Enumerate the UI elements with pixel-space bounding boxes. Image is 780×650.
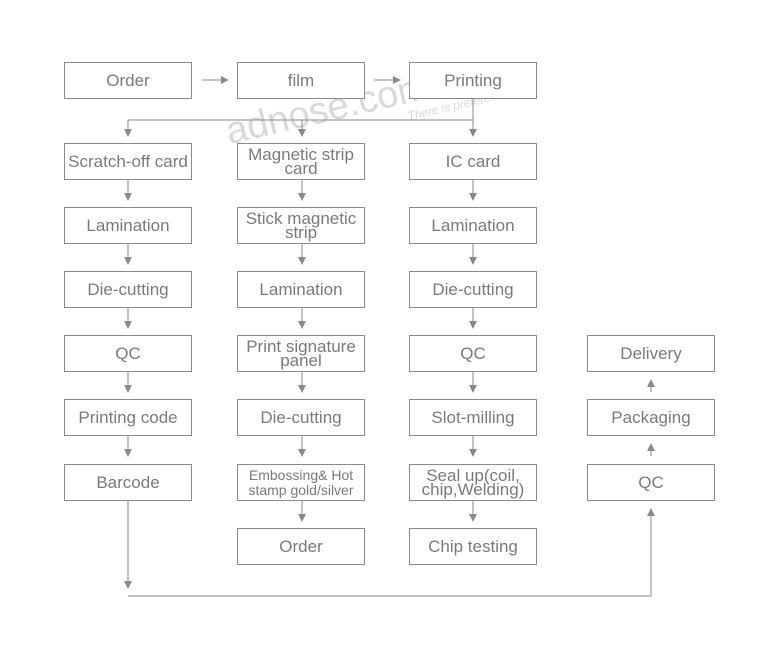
node-label: Die-cutting xyxy=(432,279,514,299)
node-printing: Printing xyxy=(409,62,537,99)
node-label: Print signature panel xyxy=(246,336,356,370)
node-stick-magnetic-strip: Stick magnetic strip xyxy=(237,207,365,244)
node-qc-3: QC xyxy=(409,335,537,372)
node-label: Printing xyxy=(444,70,502,90)
node-label: Scratch-off card xyxy=(68,151,188,171)
node-ic-card: IC card xyxy=(409,143,537,180)
node-scratch-off-card: Scratch-off card xyxy=(64,143,192,180)
node-label: QC xyxy=(638,472,664,492)
node-die-cutting-2: Die-cutting xyxy=(237,399,365,436)
node-label: Lamination xyxy=(431,215,515,235)
node-packaging: Packaging xyxy=(587,399,715,436)
node-label: Order xyxy=(106,70,150,90)
node-label: Seal up(coil, chip,Welding) xyxy=(421,465,525,499)
node-label: Lamination xyxy=(259,279,343,299)
node-label: Stick magnetic strip xyxy=(245,208,357,242)
node-delivery: Delivery xyxy=(587,335,715,372)
node-label: Chip testing xyxy=(428,536,518,556)
node-label: film xyxy=(287,70,315,90)
node-order-top: Order xyxy=(64,62,192,99)
node-qc-4: QC xyxy=(587,464,715,501)
node-slot-milling: Slot-milling xyxy=(409,399,537,436)
node-chip-testing: Chip testing xyxy=(409,528,537,565)
node-film: film xyxy=(237,62,365,99)
node-lamination-3: Lamination xyxy=(409,207,537,244)
node-label: Barcode xyxy=(96,472,160,492)
node-label: Die-cutting xyxy=(260,407,342,427)
node-printing-code: Printing code xyxy=(64,399,192,436)
node-label: QC xyxy=(115,343,141,363)
node-label: Printing code xyxy=(78,407,178,427)
node-label: Lamination xyxy=(86,215,170,235)
node-embossing: Embossing& Hot stamp gold/silver xyxy=(237,464,365,501)
node-lamination-2: Lamination xyxy=(237,271,365,308)
node-label: Order xyxy=(279,536,323,556)
node-die-cutting-3: Die-cutting xyxy=(409,271,537,308)
node-label: Die-cutting xyxy=(87,279,169,299)
node-qc-1: QC xyxy=(64,335,192,372)
node-label: IC card xyxy=(445,151,501,171)
node-label: Delivery xyxy=(620,343,682,363)
node-label: QC xyxy=(460,343,486,363)
node-label: Slot-milling xyxy=(431,407,515,427)
node-label: Embossing& Hot stamp gold/silver xyxy=(248,466,354,498)
node-print-signature-panel: Print signature panel xyxy=(237,335,365,372)
node-die-cutting-1: Die-cutting xyxy=(64,271,192,308)
node-seal-up: Seal up(coil, chip,Welding) xyxy=(409,464,537,501)
node-barcode: Barcode xyxy=(64,464,192,501)
node-order-2: Order xyxy=(237,528,365,565)
node-magnetic-strip-card: Magnetic strip card xyxy=(237,143,365,180)
node-label: Magnetic strip card xyxy=(248,144,354,178)
node-lamination-1: Lamination xyxy=(64,207,192,244)
node-label: Packaging xyxy=(611,407,691,427)
